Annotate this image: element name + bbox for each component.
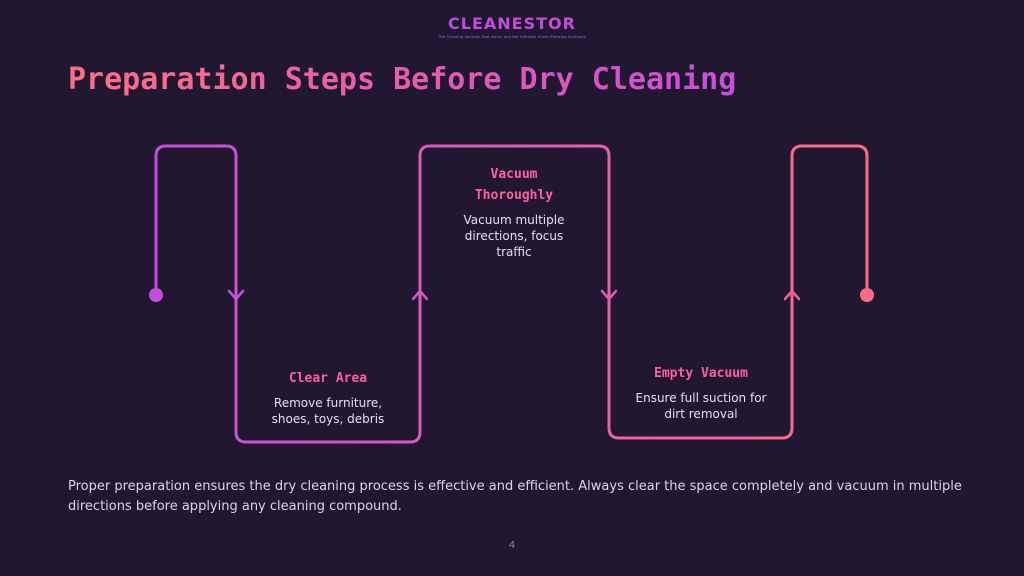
flow-start-dot (149, 288, 163, 302)
step-description: Vacuum multiple directions, focus traffi… (463, 213, 565, 259)
arrow-up-icon (411, 289, 429, 301)
brand-name: CLEANESTOR (0, 14, 1024, 33)
step-title: Clear Area (288, 371, 368, 386)
slide-title: Preparation Steps Before Dry Cleaning (68, 62, 737, 97)
arrow-down-icon (227, 289, 245, 301)
step-empty-vacuum: Empty Vacuum Ensure full suction for dir… (624, 363, 778, 422)
page-number: 4 (508, 540, 516, 551)
brand-logo: CLEANESTOR The Cleaning Solution that wo… (0, 14, 1024, 39)
slide-summary: Proper preparation ensures the dry clean… (68, 479, 962, 514)
arrow-down-icon (600, 289, 618, 301)
step-description: Remove furniture, shoes, toys, debris (271, 396, 385, 426)
step-description: Ensure full suction for dirt removal (635, 391, 767, 421)
arrow-up-icon (783, 289, 801, 301)
step-title: Empty Vacuum (654, 366, 748, 381)
flow-end-dot (860, 288, 874, 302)
brand-tagline: The Cleaning Solution that works and the… (438, 35, 586, 39)
step-clear-area: Clear Area Remove furniture, shoes, toys… (256, 368, 400, 427)
step-title: Vacuum Thoroughly (474, 167, 554, 203)
step-vacuum-thoroughly: Vacuum Thoroughly Vacuum multiple direct… (450, 164, 578, 260)
flow-path (154, 144, 869, 444)
